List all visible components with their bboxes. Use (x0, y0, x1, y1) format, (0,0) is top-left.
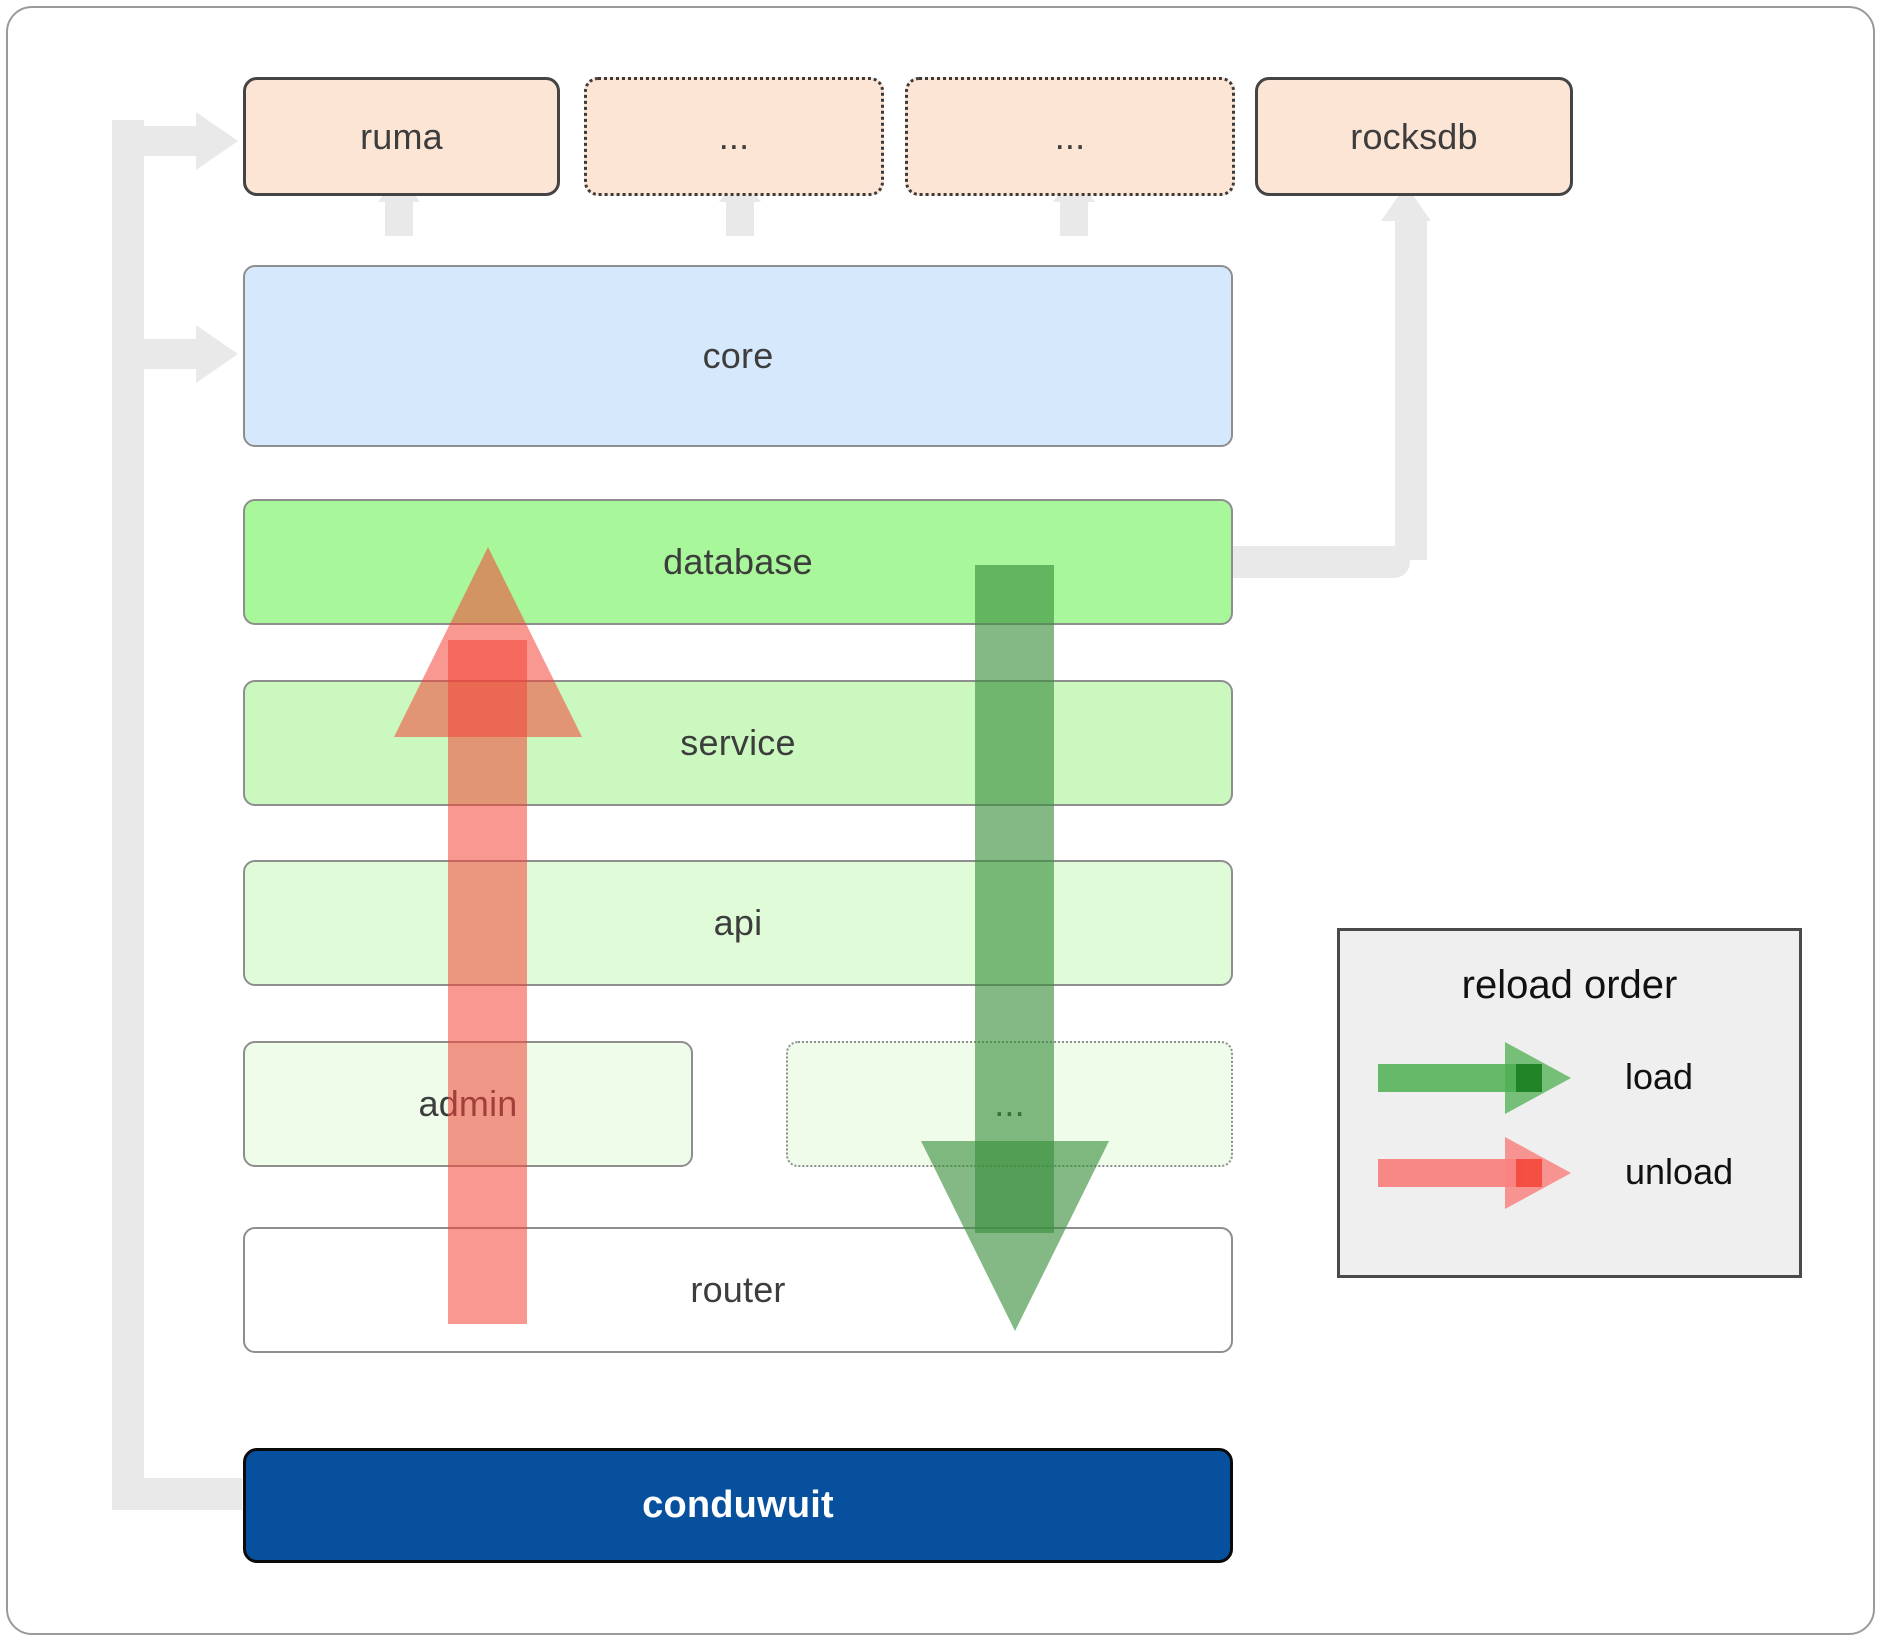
layer-box-api[interactable]: api (243, 860, 1233, 986)
legend-panel: reload order load unload (1337, 928, 1802, 1278)
legend-load-label: load (1625, 1056, 1694, 1097)
layer-label: service (680, 722, 796, 763)
dependency-box-ruma[interactable]: ruma (243, 77, 560, 196)
app-box-conduwuit[interactable]: conduwuit (243, 1448, 1233, 1563)
diagram-frame (6, 6, 1875, 1635)
legend-load-arrow-nub (1516, 1064, 1542, 1092)
legend-title: reload order (1461, 963, 1678, 1007)
legend-unload-arrow-nub (1516, 1159, 1542, 1187)
dependency-box-rocksdb[interactable]: rocksdb (1255, 77, 1573, 196)
connector-branch-ruma (112, 126, 207, 156)
load-arrow-shaft (975, 565, 1054, 1233)
connector-bottom-to-app (112, 1478, 242, 1510)
unload-arrow-shaft (448, 640, 527, 1324)
dependency-label: ... (1054, 115, 1086, 157)
connector-arrowhead-core (196, 325, 238, 383)
core-box[interactable]: core (243, 265, 1233, 447)
dependency-label: ruma (360, 115, 443, 157)
legend-unload-label: unload (1625, 1151, 1734, 1192)
connector-left-trunk (112, 120, 144, 1510)
dependency-label: rocksdb (1350, 115, 1478, 157)
core-label: core (702, 335, 774, 376)
connector-core-to-dots1-stub (726, 196, 754, 236)
load-arrow-head (921, 1141, 1109, 1331)
dependency-label: ... (718, 115, 750, 157)
connector-core-to-ruma-stub (385, 196, 413, 236)
legend-load-arrow-shaft (1378, 1064, 1523, 1092)
unload-arrow-head (394, 547, 582, 737)
connector-branch-core (112, 339, 207, 369)
connector-db-to-rocksdb-vertical (1395, 215, 1427, 560)
layer-label: api (713, 902, 763, 943)
legend-unload-arrow-shaft (1378, 1159, 1523, 1187)
layer-box-database[interactable]: database (243, 499, 1233, 625)
connector-arrowhead-ruma (196, 112, 238, 170)
dependency-box-ellipsis-1[interactable]: ... (584, 77, 884, 196)
connector-db-to-rocksdb-horizontal (1230, 546, 1410, 578)
layer-label: router (690, 1269, 786, 1310)
dependency-box-ellipsis-2[interactable]: ... (905, 77, 1235, 196)
layer-box-service[interactable]: service (243, 680, 1233, 806)
layer-label: database (663, 541, 813, 582)
app-label: conduwuit (642, 1484, 834, 1526)
connector-core-to-dots2-stub (1060, 196, 1088, 236)
